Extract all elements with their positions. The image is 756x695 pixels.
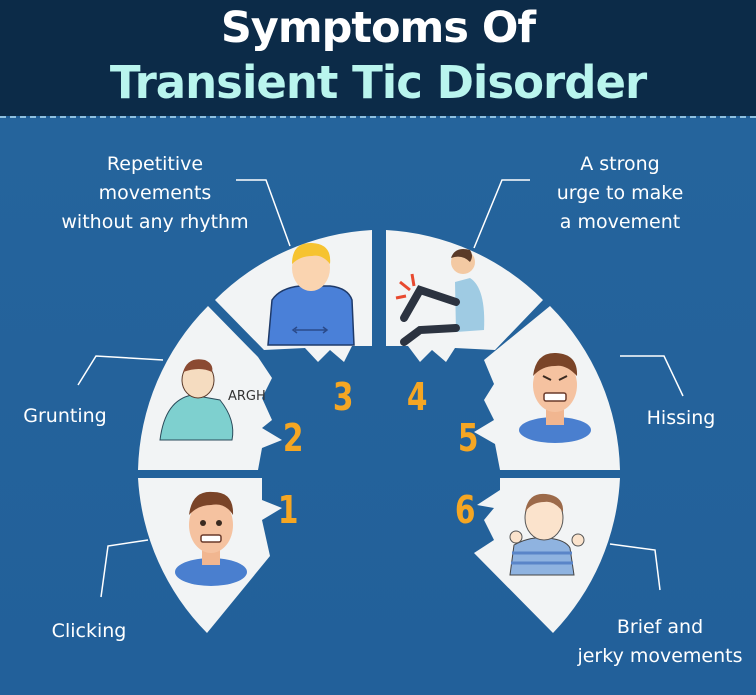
segment-6 (474, 478, 620, 633)
segment-1 (138, 478, 282, 633)
label-3: Repetitive movements without any rhythm (61, 153, 249, 233)
number-4: 4 (406, 375, 428, 419)
main-panel (0, 119, 756, 695)
number-3: 3 (332, 375, 354, 419)
number-5: 5 (457, 416, 479, 460)
label-5: Hissing (646, 407, 716, 429)
label-2: Grunting (23, 405, 107, 427)
nervous-man-icon (175, 491, 247, 586)
header-banner: Symptoms Of Transient Tic Disorder (0, 0, 756, 116)
twitching-child-icon (509, 493, 585, 576)
angry-man-icon (519, 352, 591, 443)
header-divider (0, 116, 756, 118)
leader-lines (77, 179, 684, 598)
shaking-boy-icon (267, 242, 355, 346)
segment-5 (474, 306, 620, 470)
segment-3 (215, 230, 372, 362)
svg-text:ARGH: ARGH (228, 389, 266, 404)
label-4: A strong urge to make a movement (556, 153, 684, 233)
number-1: 1 (277, 488, 299, 532)
label-6: Brief and jerky movements (577, 616, 743, 667)
grunting-man-icon: ARGH (159, 359, 266, 441)
number-2: 2 (282, 416, 304, 460)
segment-2: ARGH (138, 306, 282, 470)
number-6: 6 (454, 488, 476, 532)
label-1: Clicking (51, 620, 127, 642)
title-line-1: Symptoms Of (220, 3, 536, 53)
knee-pain-man-icon (395, 249, 485, 346)
title-line-2: Transient Tic Disorder (109, 56, 647, 109)
segment-4 (386, 230, 543, 362)
